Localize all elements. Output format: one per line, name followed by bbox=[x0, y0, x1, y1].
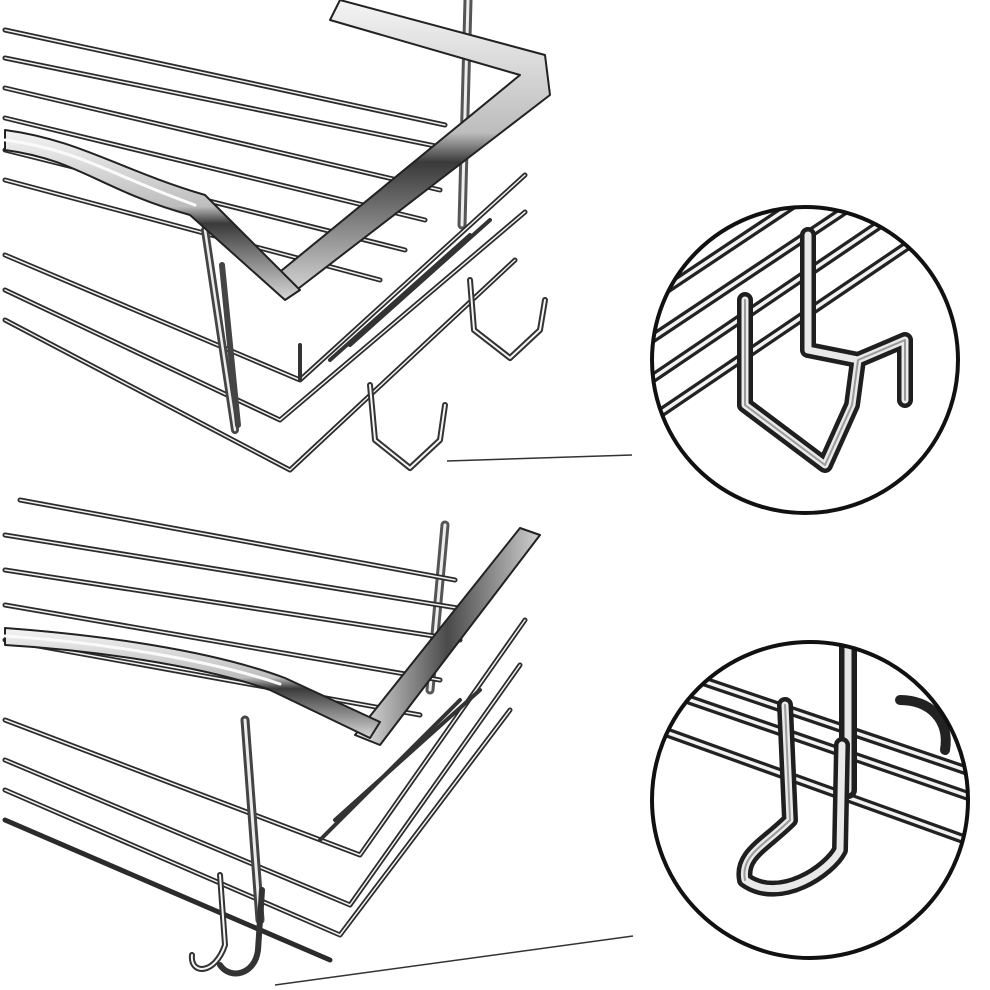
magnifier-bottom bbox=[650, 640, 970, 960]
u-hook-closeup bbox=[736, 697, 850, 897]
pointer-line-top bbox=[446, 454, 633, 462]
pointer-line-bottom bbox=[274, 935, 634, 986]
square-hook-closeup bbox=[737, 227, 913, 473]
bottom-hook bbox=[188, 872, 265, 977]
magnifier-top bbox=[650, 205, 960, 515]
top-shelf bbox=[2, 0, 551, 473]
top-hook-left-hl bbox=[369, 384, 446, 469]
bottom-shelf bbox=[2, 497, 541, 977]
top-hook-left bbox=[367, 382, 448, 471]
